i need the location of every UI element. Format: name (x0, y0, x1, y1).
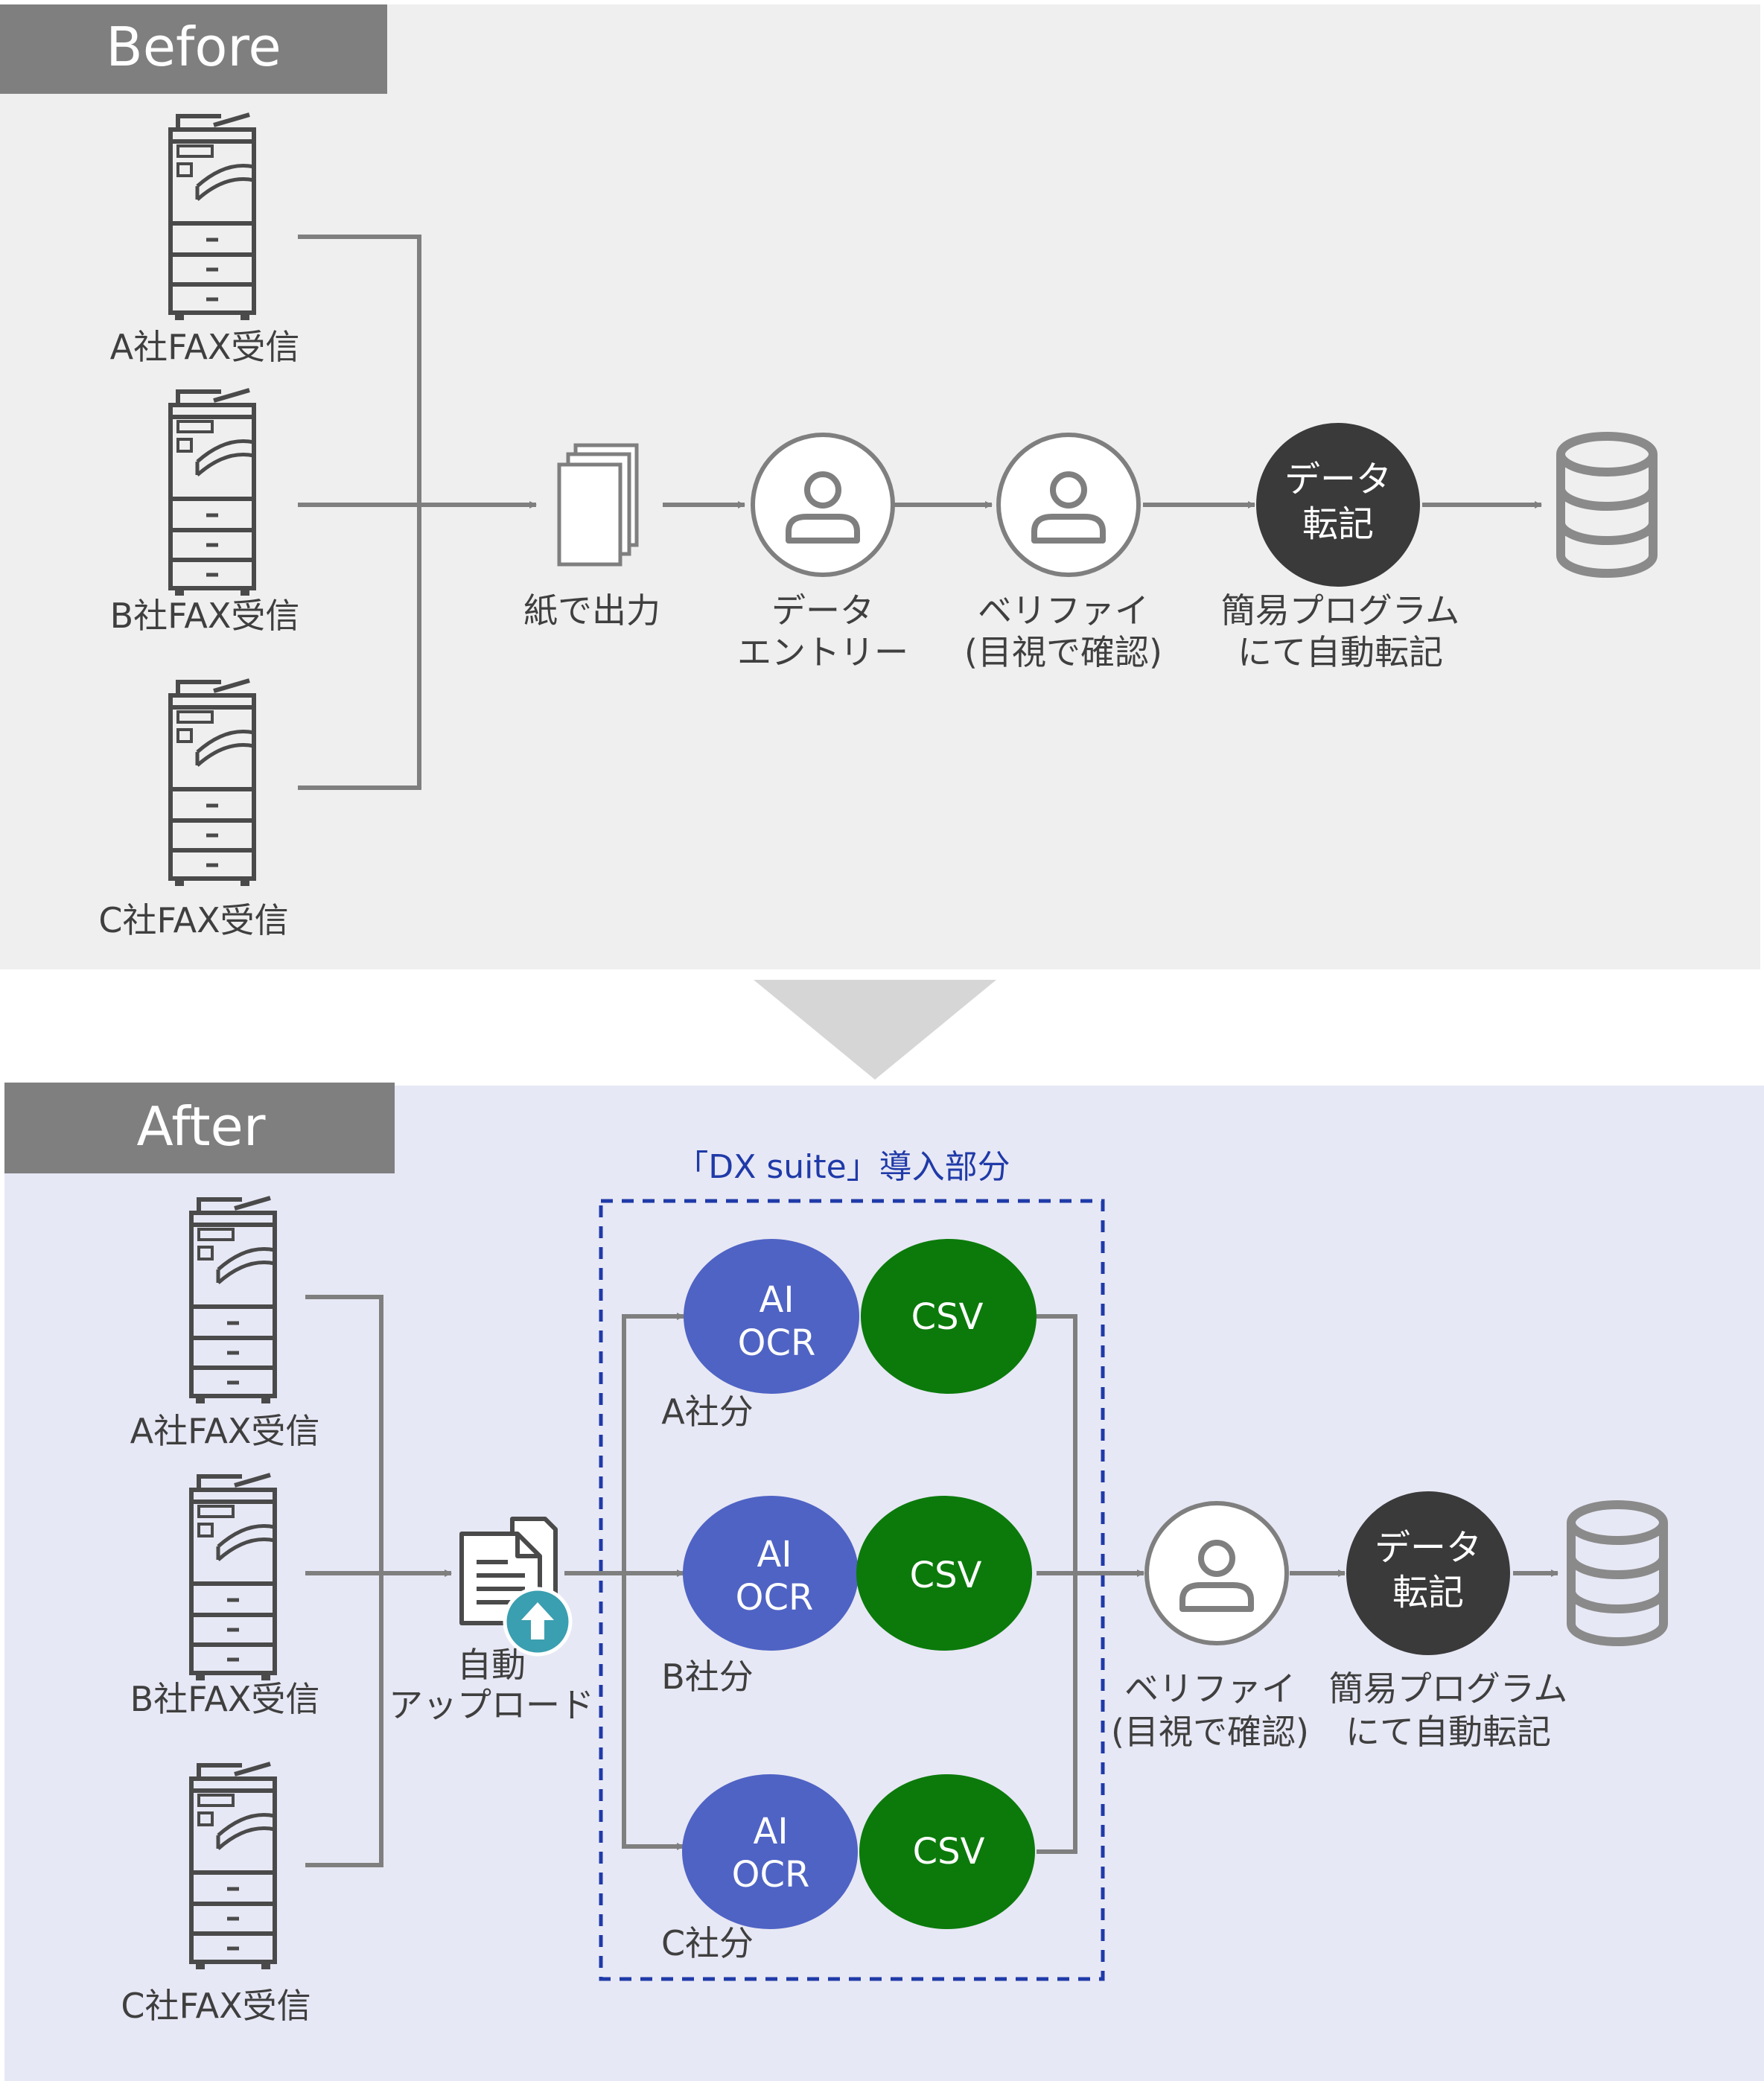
step-label: (目視で確認) (1111, 1712, 1309, 1752)
circle-label: データ (1284, 459, 1392, 500)
ai-ocr-label: AI (754, 1811, 789, 1852)
upload-label: 自動 (457, 1645, 526, 1685)
after-verify: ベリファイ (目視で確認) (1111, 1501, 1309, 1752)
after-upload: 自動 アップロード (389, 1517, 594, 1725)
csv-node (859, 1774, 1035, 1929)
step-label: 簡易プログラム (1221, 590, 1460, 631)
fax-label: A社FAX受信 (110, 327, 300, 367)
ai-ocr-label: OCR (732, 1854, 810, 1896)
csv-label: CSV (910, 1555, 982, 1596)
step-label: ベリファイ (978, 590, 1149, 631)
circle-label: 転記 (1302, 503, 1374, 545)
document-stack-icon (557, 443, 639, 567)
ai-ocr-label: OCR (736, 1577, 814, 1619)
upload-label: アップロード (389, 1685, 594, 1725)
after-fax-connectors (305, 1295, 452, 1867)
up-arrow-icon (521, 1602, 554, 1639)
circle-label: 転記 (1392, 1572, 1464, 1613)
before-fax-c: C社FAX受信 (98, 681, 289, 940)
circle-label: データ (1375, 1527, 1482, 1569)
after-fax-a: A社FAX受信 (130, 1198, 320, 1451)
before-header (0, 4, 387, 94)
row-label: B社分 (661, 1657, 754, 1697)
csv-node (856, 1496, 1032, 1651)
step-label: データ (771, 590, 874, 631)
step-label: エントリー (737, 632, 908, 672)
ai-ocr-node (682, 1774, 858, 1929)
fax-label: B社FAX受信 (130, 1679, 320, 1719)
step-label: ベリファイ (1124, 1669, 1296, 1709)
ai-ocr-label: AI (757, 1534, 792, 1575)
before-title: Before (106, 16, 281, 78)
before-fax-a: A社FAX受信 (110, 115, 300, 367)
data-transfer-circle (1256, 423, 1420, 587)
row-label: C社分 (661, 1923, 754, 1963)
fax-label: C社FAX受信 (98, 900, 288, 940)
after-transfer: データ 転記 簡易プログラム にて自動転記 (1329, 1491, 1568, 1752)
ai-ocr-node (684, 1239, 859, 1394)
after-fax-c: C社FAX受信 (121, 1764, 311, 2026)
before-step-entry: データ エントリー (737, 433, 908, 672)
fax-label: B社FAX受信 (110, 596, 300, 636)
row-c: AI OCR CSV C社分 (661, 1774, 1035, 1963)
fax-label: A社FAX受信 (130, 1411, 320, 1451)
csv-label: CSV (911, 1296, 984, 1338)
ai-ocr-node (683, 1496, 859, 1651)
step-label: にて自動転記 (1346, 1712, 1551, 1752)
after-fax-b: B社FAX受信 (130, 1475, 320, 1719)
csv-node (861, 1239, 1037, 1394)
ai-ocr-label: OCR (738, 1322, 816, 1364)
row-a: AI OCR CSV A社分 (661, 1239, 1037, 1432)
after-title: After (137, 1095, 266, 1158)
down-arrow-icon (754, 980, 996, 1080)
dx-suite-connectors (564, 1313, 1144, 1854)
csv-label: CSV (913, 1831, 985, 1873)
dx-suite-boundary (599, 1199, 1105, 1981)
step-label: 紙で出力 (523, 590, 660, 631)
before-step-transfer: データ 転記 簡易プログラム にて自動転記 (1221, 423, 1460, 672)
row-label: A社分 (661, 1392, 753, 1432)
before-connectors (298, 235, 1542, 790)
row-b: AI OCR CSV B社分 (661, 1496, 1032, 1697)
step-label: 簡易プログラム (1329, 1669, 1568, 1709)
fax-label: C社FAX受信 (121, 1986, 311, 2026)
before-step-paper: 紙で出力 (523, 443, 660, 631)
step-label: にて自動転記 (1238, 632, 1443, 672)
step-label: (目視で確認) (964, 632, 1162, 672)
before-step-verify: ベリファイ (目視で確認) (964, 433, 1162, 672)
before-fax-b: B社FAX受信 (110, 390, 300, 636)
data-transfer-circle (1346, 1491, 1510, 1655)
dx-suite-label: 「DX suite」導入部分 (675, 1148, 1010, 1186)
after-header (4, 1083, 395, 1173)
ai-ocr-label: AI (760, 1279, 795, 1321)
